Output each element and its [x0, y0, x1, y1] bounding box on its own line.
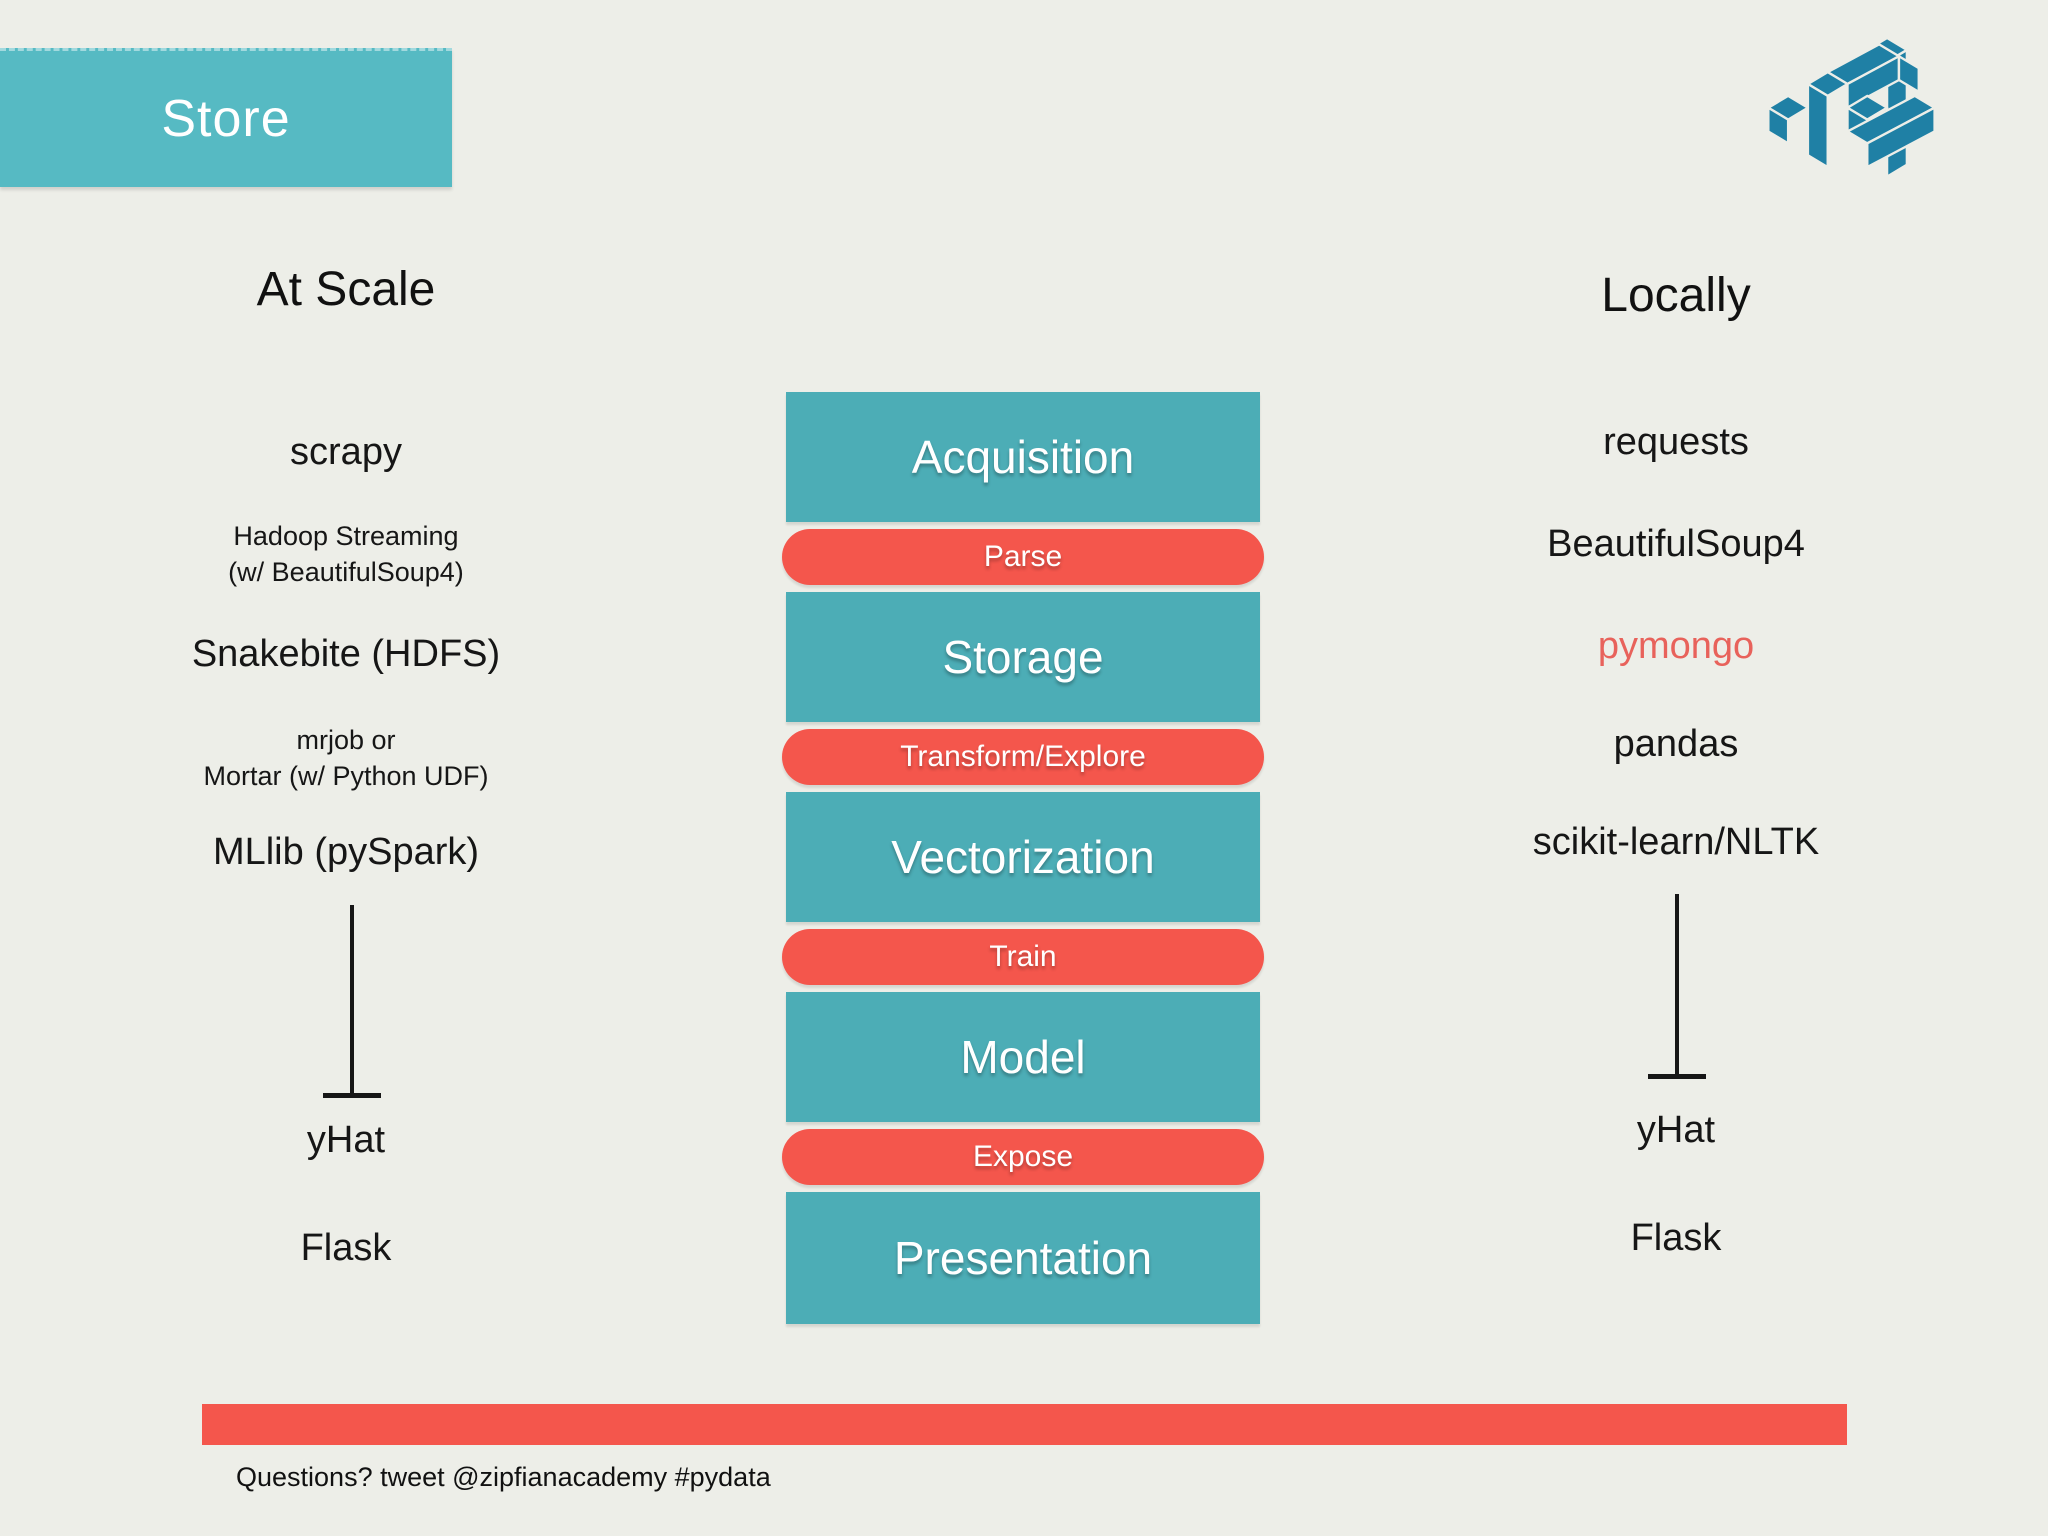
tool-item-snakebite: Snakebite (HDFS)	[191, 633, 501, 675]
stage-transform-explore: Transform/Explore	[782, 729, 1264, 785]
tool-item-mrjob-mortar: mrjob or Mortar (w/ Python UDF)	[36, 722, 656, 794]
tool-item-flask: Flask	[300, 1227, 392, 1269]
stage-train: Train	[782, 929, 1264, 985]
tool-item-hadoop-streaming: Hadoop Streaming (w/ BeautifulSoup4)	[36, 518, 656, 590]
tool-item-line: Mortar (w/ Python UDF)	[203, 761, 489, 791]
slide-title: Store	[161, 90, 291, 148]
tool-item-mllib: MLlib (pySpark)	[212, 831, 480, 873]
stage-expose: Expose	[782, 1129, 1264, 1185]
stage-acquisition: Acquisition	[786, 392, 1260, 522]
tool-item-flask: Flask	[1630, 1217, 1722, 1259]
stage-vectorization: Vectorization	[786, 792, 1260, 922]
connector-line-right	[1675, 894, 1679, 1076]
isometric-knot-icon	[1767, 36, 1936, 178]
footer-accent-bar	[202, 1404, 1847, 1445]
stage-model: Model	[786, 992, 1260, 1122]
stage-parse: Parse	[782, 529, 1264, 585]
stage-storage: Storage	[786, 592, 1260, 722]
column-heading-at-scale: At Scale	[256, 263, 436, 316]
footer-text: Questions? tweet @zipfianacademy #pydata	[236, 1462, 771, 1492]
title-banner: Store	[0, 48, 452, 187]
tool-item-line: (w/ BeautifulSoup4)	[228, 557, 464, 587]
column-heading-locally: Locally	[1601, 269, 1751, 322]
stage-presentation: Presentation	[786, 1192, 1260, 1324]
connector-cap-left	[323, 1093, 381, 1098]
tool-item-scrapy: scrapy	[290, 431, 402, 473]
tool-item-pymongo: pymongo	[1597, 625, 1755, 667]
tool-item-yhat: yHat	[306, 1119, 386, 1161]
tool-item-scikit-nltk: scikit-learn/NLTK	[1532, 821, 1820, 863]
tool-item-requests: requests	[1603, 421, 1749, 463]
tool-item-yhat: yHat	[1636, 1109, 1716, 1151]
tool-item-line: mrjob or	[296, 725, 396, 755]
tool-item-pandas: pandas	[1613, 723, 1739, 765]
connector-cap-right	[1648, 1074, 1706, 1079]
tool-item-line: Hadoop Streaming	[233, 521, 459, 551]
tool-item-beautifulsoup4: BeautifulSoup4	[1547, 523, 1805, 565]
connector-line-left	[350, 905, 354, 1095]
